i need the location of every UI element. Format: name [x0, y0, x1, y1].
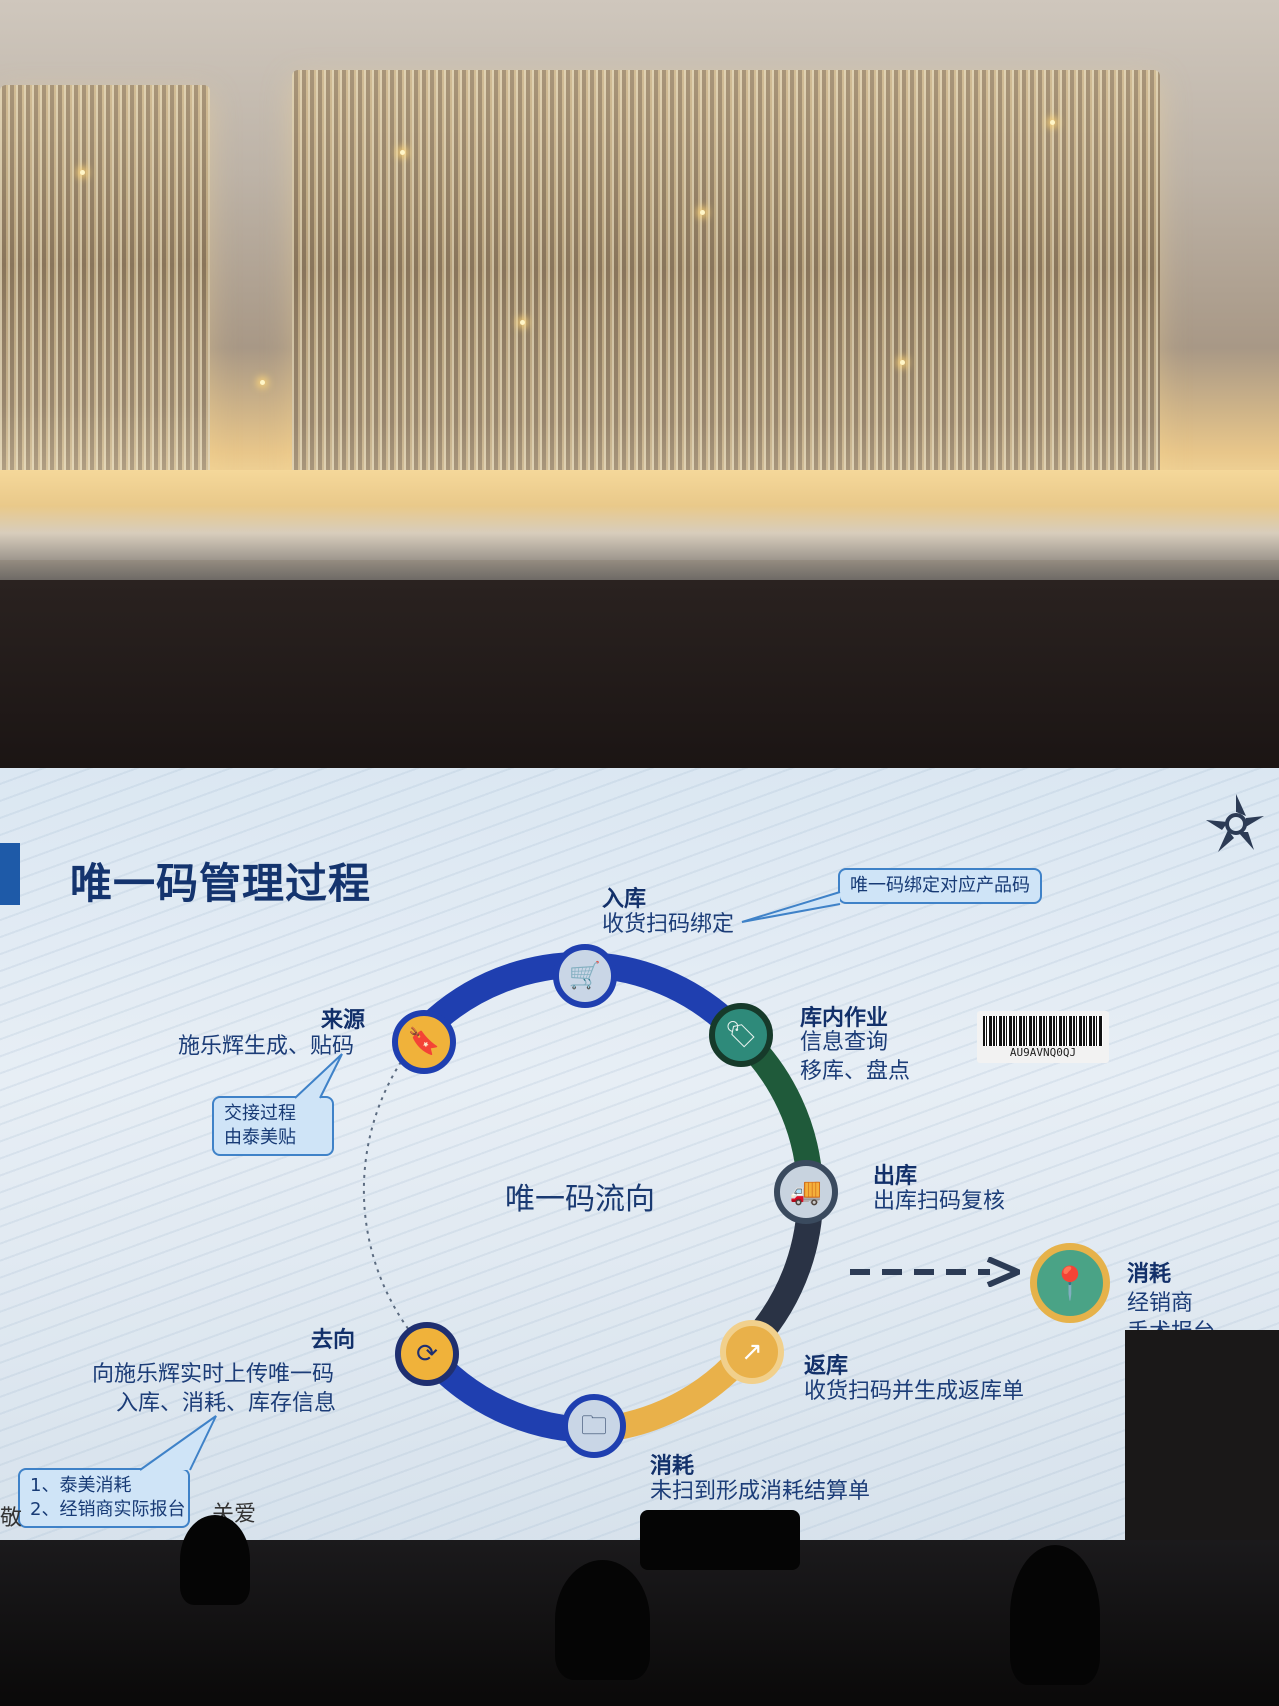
- warehouse-desc-2: 移库、盘点: [800, 1059, 911, 1084]
- handover-callout: 交接过程 由泰美贴: [212, 1096, 334, 1156]
- stage-node-consume-right: 📍: [1030, 1243, 1110, 1323]
- dashed-arrow-icon: [850, 1257, 1020, 1287]
- destination-desc-1: 向施乐辉实时上传唯一码: [92, 1362, 335, 1387]
- inbound-title: 入库: [602, 887, 647, 912]
- stage-node-consume: 🗀: [562, 1394, 626, 1458]
- ceiling-cove-light: [0, 470, 1279, 560]
- consume-title: 消耗: [650, 1454, 695, 1479]
- warehouse-desc-1: 信息查询: [800, 1030, 889, 1055]
- chandelier-main: [292, 70, 1160, 510]
- destination-desc-2: 入库、消耗、库存信息: [116, 1391, 337, 1416]
- consume-right-title: 消耗: [1127, 1262, 1172, 1287]
- tag-icon: 🏷: [724, 1020, 758, 1050]
- consume-desc: 未扫到形成消耗结算单: [650, 1479, 871, 1504]
- light-sparkle: [260, 380, 265, 385]
- barcode-bars: [983, 1016, 1103, 1046]
- stage-node-return: ↗: [720, 1320, 784, 1384]
- destination-title: 去向: [311, 1328, 356, 1353]
- consume-right-desc-1: 经销商: [1127, 1291, 1194, 1316]
- return-desc: 收货扫码并生成返库单: [804, 1379, 1025, 1404]
- light-sparkle: [700, 210, 705, 215]
- light-sparkle: [900, 360, 905, 365]
- handover-line-2: 由泰美贴: [224, 1127, 296, 1148]
- warehouse-title: 库内作业: [800, 1006, 889, 1031]
- outbound-desc: 出库扫码复核: [873, 1189, 1006, 1214]
- audience-head: [555, 1560, 650, 1680]
- barcode-sample: AU9AVNQ0QJ: [977, 1011, 1109, 1063]
- stage-node-outbound: 🚚: [774, 1160, 838, 1224]
- chandelier-left: [0, 85, 210, 485]
- folder-icon: 🗀: [580, 1411, 607, 1441]
- refresh-globe-icon: ⟳: [416, 1339, 438, 1369]
- barcode-text: AU9AVNQ0QJ: [1009, 1046, 1077, 1059]
- consumption-tail-left: 敬: [0, 1506, 23, 1531]
- consumption-callout: 1、泰美消耗 2、经销商实际报台: [18, 1468, 190, 1528]
- consumption-line-2: 2、经销商实际报台: [30, 1499, 186, 1520]
- outbound-title: 出库: [873, 1164, 918, 1189]
- truck-icon: 🚚: [789, 1177, 823, 1207]
- stage-node-inbound: 🛒: [553, 944, 617, 1008]
- bind-callout-pointer: [741, 891, 841, 923]
- podium: [1125, 1330, 1279, 1550]
- company-logo-icon: [1206, 794, 1264, 852]
- handover-line-1: 交接过程: [224, 1103, 296, 1124]
- slide-title: 唯一码管理过程: [70, 859, 372, 908]
- audience-head: [640, 1510, 800, 1570]
- consumption-callout-pointer: [139, 1415, 217, 1471]
- cart-icon: 🛒: [568, 961, 602, 991]
- return-title: 返库: [804, 1354, 849, 1379]
- light-sparkle: [80, 170, 85, 175]
- light-sparkle: [1050, 120, 1055, 125]
- audience-head: [180, 1515, 250, 1605]
- inbound-desc: 收货扫码绑定: [602, 912, 735, 937]
- stage-wall: [0, 580, 1279, 780]
- source-title: 来源: [321, 1008, 366, 1033]
- stage-node-destination: ⟳: [395, 1322, 459, 1386]
- location-pin-icon: 📍: [1050, 1264, 1090, 1302]
- consumption-line-1: 1、泰美消耗: [30, 1475, 132, 1496]
- source-desc: 施乐辉生成、贴码: [178, 1034, 355, 1059]
- stage-node-warehouse: 🏷: [709, 1003, 773, 1067]
- return-arrow-icon: ↗: [741, 1337, 763, 1367]
- handover-callout-pointer: [294, 1053, 343, 1099]
- center-label: 唯一码流向: [505, 1182, 655, 1217]
- light-sparkle: [400, 150, 405, 155]
- audience-head: [1010, 1545, 1100, 1685]
- light-sparkle: [520, 320, 525, 325]
- bind-callout: 唯一码绑定对应产品码: [838, 868, 1042, 904]
- slide-nav-tab: [0, 843, 20, 905]
- stage-node-source: 🔖: [392, 1010, 456, 1074]
- bookmark-icon: 🔖: [407, 1027, 441, 1057]
